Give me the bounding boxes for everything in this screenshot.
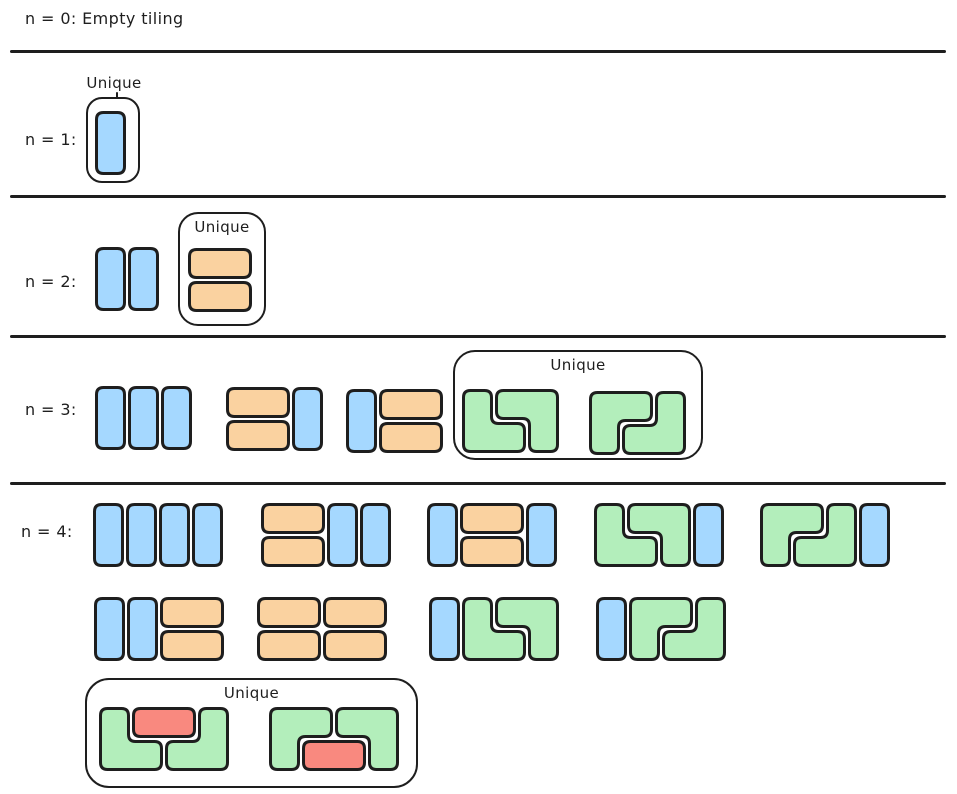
tiling-n4-11-unique bbox=[269, 707, 399, 771]
vertical-domino-piece bbox=[596, 597, 627, 661]
section-divider-4 bbox=[10, 482, 946, 485]
unique-box-n3 bbox=[453, 350, 703, 460]
vertical-domino-piece bbox=[95, 247, 126, 311]
l-tromino-piece bbox=[594, 503, 658, 567]
tiling-n2-2-unique bbox=[188, 248, 252, 312]
vertical-domino-piece bbox=[429, 597, 460, 661]
horizontal-domino-piece bbox=[323, 597, 387, 628]
tiling-n4-3 bbox=[427, 503, 557, 567]
row-label-n4: n = 4: bbox=[21, 522, 73, 541]
vertical-domino-piece bbox=[427, 503, 458, 567]
unique-label-n4: Unique bbox=[223, 684, 280, 702]
section-divider-1 bbox=[10, 50, 946, 53]
tiling-n4-6 bbox=[94, 597, 224, 661]
l-tromino-piece bbox=[627, 503, 691, 567]
vertical-domino-piece bbox=[128, 247, 159, 311]
unique-label-connector bbox=[116, 92, 118, 99]
tiling-n4-9 bbox=[596, 597, 726, 661]
l-tromino-piece bbox=[269, 707, 333, 771]
row-label-n2: n = 2: bbox=[25, 272, 77, 291]
l-tromino-piece bbox=[662, 597, 726, 661]
horizontal-domino-piece bbox=[257, 630, 321, 661]
horizontal-domino-piece bbox=[160, 597, 224, 628]
l-tromino-piece bbox=[629, 597, 693, 661]
tiling-n3-5-unique bbox=[589, 391, 686, 455]
l-tromino-piece bbox=[495, 597, 559, 661]
unique-box-n4 bbox=[85, 678, 418, 788]
horizontal-domino-piece bbox=[160, 630, 224, 661]
l-tromino-piece bbox=[462, 389, 526, 453]
horizontal-domino-piece bbox=[379, 422, 443, 453]
tiling-n4-10-unique bbox=[99, 707, 229, 771]
l-tromino-piece bbox=[335, 707, 399, 771]
section-divider-2 bbox=[10, 195, 946, 198]
horizontal-domino-piece bbox=[379, 389, 443, 420]
horizontal-domino-piece bbox=[460, 536, 524, 567]
vertical-domino-piece bbox=[95, 111, 126, 175]
unique-label-n2: Unique bbox=[194, 218, 250, 236]
tiling-n4-1 bbox=[93, 503, 223, 567]
row-label-n0: n = 0: Empty tiling bbox=[25, 9, 184, 28]
horizontal-domino-piece bbox=[132, 707, 196, 738]
vertical-domino-piece bbox=[859, 503, 890, 567]
tiling-n4-2 bbox=[261, 503, 391, 567]
tiling-n1-1-unique bbox=[95, 111, 126, 175]
tiling-n2-1 bbox=[95, 247, 159, 311]
unique-box-n1 bbox=[86, 97, 140, 183]
vertical-domino-piece bbox=[159, 503, 190, 567]
vertical-domino-piece bbox=[127, 597, 158, 661]
row-label-n1: n = 1: bbox=[25, 130, 77, 149]
horizontal-domino-piece bbox=[261, 503, 325, 534]
tiling-n3-1 bbox=[95, 386, 192, 450]
vertical-domino-piece bbox=[95, 386, 126, 450]
l-tromino-piece bbox=[495, 389, 559, 453]
tiling-n4-5 bbox=[760, 503, 890, 567]
row-label-n3: n = 3: bbox=[25, 400, 77, 419]
tiling-n4-7 bbox=[257, 597, 387, 661]
l-tromino-piece bbox=[793, 503, 857, 567]
horizontal-domino-piece bbox=[323, 630, 387, 661]
l-tromino-piece bbox=[760, 503, 824, 567]
tiling-n3-2 bbox=[226, 387, 323, 451]
tiling-n4-4 bbox=[594, 503, 724, 567]
vertical-domino-piece bbox=[360, 503, 391, 567]
vertical-domino-piece bbox=[693, 503, 724, 567]
horizontal-domino-piece bbox=[226, 387, 290, 418]
vertical-domino-piece bbox=[128, 386, 159, 450]
l-tromino-piece bbox=[589, 391, 653, 455]
tiling-n3-4-unique bbox=[462, 389, 559, 453]
horizontal-domino-piece bbox=[460, 503, 524, 534]
vertical-domino-piece bbox=[161, 386, 192, 450]
l-tromino-piece bbox=[622, 391, 686, 455]
horizontal-domino-piece bbox=[188, 248, 252, 279]
vertical-domino-piece bbox=[327, 503, 358, 567]
horizontal-domino-piece bbox=[188, 281, 252, 312]
horizontal-domino-piece bbox=[226, 420, 290, 451]
vertical-domino-piece bbox=[93, 503, 124, 567]
unique-box-n2 bbox=[178, 212, 266, 326]
vertical-domino-piece bbox=[192, 503, 223, 567]
tiling-n3-3 bbox=[346, 389, 443, 453]
horizontal-domino-piece bbox=[257, 597, 321, 628]
vertical-domino-piece bbox=[292, 387, 323, 451]
vertical-domino-piece bbox=[346, 389, 377, 453]
vertical-domino-piece bbox=[126, 503, 157, 567]
unique-label-n3: Unique bbox=[550, 356, 606, 374]
horizontal-domino-piece bbox=[302, 740, 366, 771]
l-tromino-piece bbox=[165, 707, 229, 771]
unique-label-n1: Unique bbox=[86, 74, 142, 92]
section-divider-3 bbox=[10, 335, 946, 338]
vertical-domino-piece bbox=[94, 597, 125, 661]
l-tromino-piece bbox=[462, 597, 526, 661]
l-tromino-piece bbox=[99, 707, 163, 771]
horizontal-domino-piece bbox=[261, 536, 325, 567]
vertical-domino-piece bbox=[526, 503, 557, 567]
tiling-n4-8 bbox=[429, 597, 559, 661]
